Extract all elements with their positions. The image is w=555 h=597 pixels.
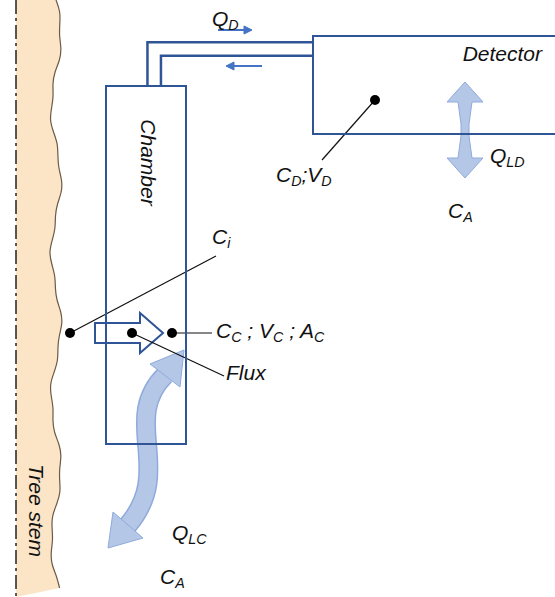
symbol-label: CA	[160, 566, 185, 591]
tube-bore	[154, 49, 314, 87]
flow-arrow	[218, 26, 262, 70]
node-label: Detector	[463, 43, 542, 64]
node-label: Chamber	[138, 119, 159, 205]
leader-line	[70, 100, 375, 376]
tree-stem: Tree stem	[0, 0, 66, 597]
symbol-label: Ci	[212, 226, 230, 251]
symbol-label: CA	[448, 200, 473, 225]
symbol-label: QLC	[172, 522, 207, 547]
symbol-label: CC ; VC ; AC	[216, 320, 324, 345]
symbol-label: QLD	[490, 145, 525, 170]
symbol-label: QD	[212, 8, 239, 33]
node-label: Tree stem	[26, 464, 47, 557]
leak-arrow	[108, 350, 184, 548]
chamber-box: Detector	[312, 35, 555, 135]
chamber-box: Chamber	[105, 85, 187, 445]
symbol-label: CD;VD	[276, 164, 332, 189]
flux-label: Flux	[226, 362, 266, 383]
leak-arrow	[447, 82, 483, 178]
measurement-point	[65, 95, 380, 338]
